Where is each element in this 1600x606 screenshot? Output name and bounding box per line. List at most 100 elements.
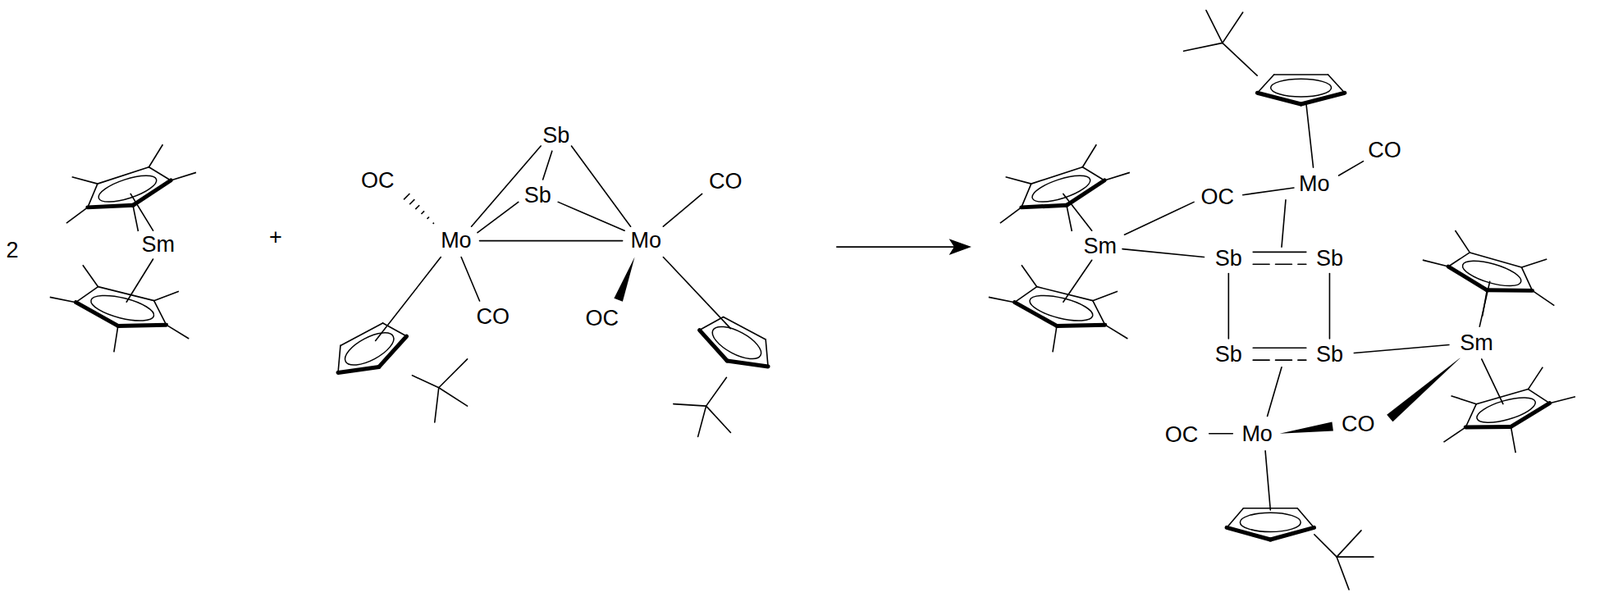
- dashed-bond: [1252, 359, 1307, 362]
- bond-line: [1336, 530, 1362, 558]
- atom-label: Mo: [629, 229, 663, 252]
- ring-edge: [1448, 252, 1470, 267]
- bond-line: [706, 377, 727, 407]
- cp-ring: [1443, 367, 1575, 454]
- bond-line: [836, 246, 960, 248]
- ring-edge: [75, 287, 98, 303]
- methyl-bond: [170, 172, 197, 181]
- ring-edge: [699, 317, 724, 331]
- bond-line: [434, 388, 439, 423]
- ring-edge: [1527, 389, 1550, 404]
- atom-label: Sb: [523, 183, 553, 206]
- bond-line: [1222, 42, 1258, 76]
- methyl-bond: [1522, 259, 1548, 268]
- bond-line: [1281, 200, 1286, 247]
- methyl-bond: [1105, 324, 1129, 339]
- atom-label: Sm: [1082, 234, 1118, 257]
- bond-line: [1306, 103, 1314, 168]
- methyl-bond: [1066, 205, 1072, 232]
- methyl-bond: [1450, 396, 1477, 405]
- methyl-bond: [148, 144, 163, 168]
- methyl-bond: [1510, 426, 1516, 453]
- ring-edge: [765, 339, 768, 367]
- ring-circle: [1270, 78, 1332, 97]
- methyl-bond: [1549, 397, 1576, 404]
- bond-line: [698, 406, 707, 437]
- methyl-bond: [1422, 260, 1449, 267]
- ring-edge: [118, 324, 167, 326]
- atom-label: Mo: [439, 229, 473, 252]
- methyl-bond: [1092, 291, 1118, 301]
- bond-line: [1314, 534, 1337, 558]
- bond-line: [662, 193, 702, 227]
- ring-edge: [1274, 73, 1329, 76]
- ring-edge: [154, 301, 167, 326]
- bond-line: [438, 388, 468, 407]
- ring-edge: [148, 167, 171, 181]
- methyl-bond: [1104, 172, 1130, 181]
- ring-edge: [1243, 507, 1298, 510]
- ring-edge: [1486, 288, 1532, 293]
- methyl-bond: [72, 177, 98, 184]
- hashed-bond: [415, 205, 420, 210]
- atom-label: OC: [360, 169, 396, 192]
- bond-line: [1267, 367, 1282, 417]
- ring-edge: [383, 323, 407, 337]
- methyl-bond: [114, 325, 119, 352]
- ring-circle: [1474, 393, 1538, 429]
- methyl-bond: [1482, 290, 1488, 317]
- hashed-bond: [427, 216, 430, 219]
- atom-label: Sb: [1214, 246, 1244, 270]
- wedge-bond: [1280, 421, 1334, 434]
- bond-line: [1063, 260, 1093, 302]
- ring-circle: [1459, 256, 1523, 292]
- bond-line: [1122, 249, 1204, 258]
- ring-edge: [87, 183, 98, 208]
- cp-ring: [50, 265, 189, 352]
- methyl-bond: [1082, 144, 1097, 168]
- bond-line: [673, 404, 707, 407]
- methyl-bond: [1454, 230, 1470, 253]
- bond-line: [1222, 12, 1244, 43]
- cp-ring: [1257, 74, 1344, 105]
- methyl-bond: [1005, 177, 1032, 184]
- hashed-bond: [403, 193, 410, 200]
- methyl-bond: [1000, 207, 1022, 224]
- bond-line: [1339, 161, 1364, 176]
- ring-edge: [87, 205, 133, 208]
- methyl-bond: [166, 324, 190, 339]
- bond-line: [706, 406, 732, 433]
- ring-circle: [96, 170, 160, 208]
- ring-edge: [338, 345, 341, 373]
- methyl-bond: [132, 205, 138, 232]
- bond-line: [557, 201, 625, 231]
- bond-line: [1265, 451, 1271, 511]
- methyl-bond: [154, 291, 179, 301]
- bond-line: [1336, 557, 1349, 590]
- methyl-bond: [66, 207, 88, 224]
- atom-label: CO: [1366, 138, 1403, 161]
- cp-ring: [1422, 230, 1555, 317]
- ring-edge: [1014, 287, 1038, 303]
- atom-label: Sm: [1458, 331, 1495, 354]
- bond-line: [1252, 347, 1307, 349]
- ring-edge: [1066, 180, 1105, 206]
- coefficient: 2: [4, 238, 19, 261]
- ring-edge: [1021, 183, 1032, 208]
- ring-edge: [1448, 266, 1487, 291]
- ring-edge: [699, 330, 728, 362]
- atom-label: CO: [708, 170, 744, 193]
- bond-line: [1329, 273, 1331, 339]
- ring-circle: [88, 290, 156, 326]
- atom-label: CO: [475, 305, 511, 328]
- methyl-bond: [1527, 367, 1543, 390]
- ring-edge: [1510, 403, 1550, 428]
- hashed-bond: [433, 223, 435, 224]
- bond-line: [1336, 556, 1374, 558]
- wedge-bond: [1386, 356, 1462, 422]
- atom-label: Sb: [1315, 342, 1344, 366]
- atom-label: Sb: [1214, 342, 1244, 366]
- ring-edge: [379, 336, 407, 367]
